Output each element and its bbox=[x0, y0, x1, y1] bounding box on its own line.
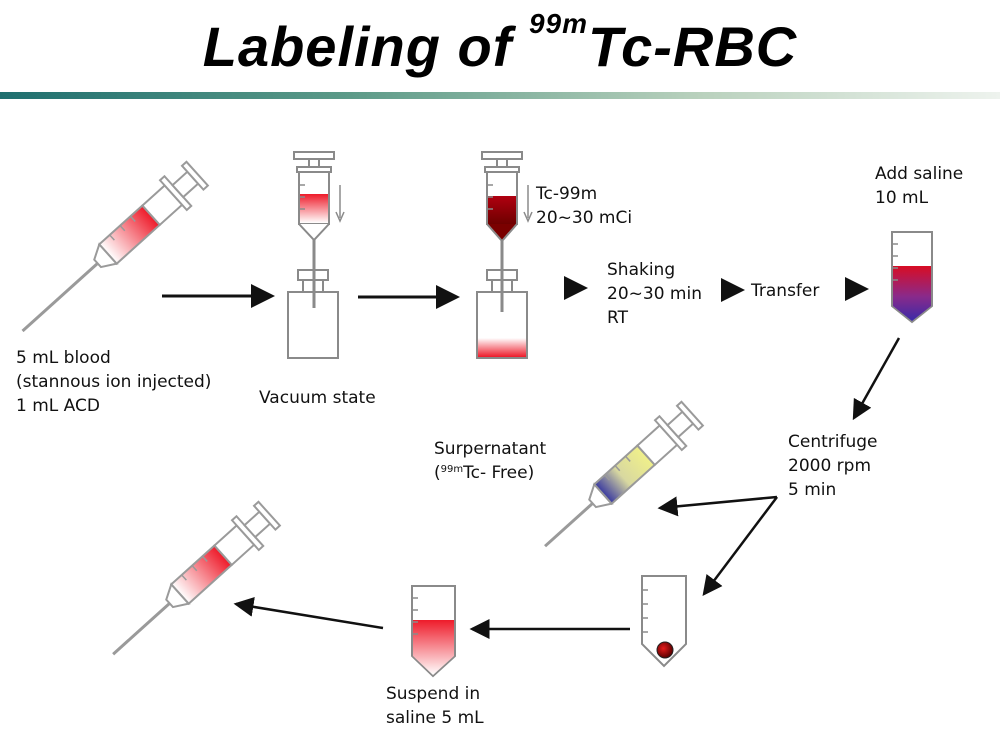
pellet-tube-icon bbox=[641, 575, 687, 668]
arrow-centrifuge-to-supernatant bbox=[657, 495, 778, 517]
title-superscript: 99m bbox=[528, 8, 588, 39]
transfer-label: Transfer bbox=[751, 281, 820, 301]
tc99m-vial-icon bbox=[476, 269, 528, 359]
supernatant-label: Surpernatant (99mTc- Free) bbox=[434, 439, 547, 483]
title-underline bbox=[0, 92, 1000, 99]
suspend-tube-icon bbox=[411, 585, 456, 678]
final-syringe-icon bbox=[112, 500, 282, 656]
arrow-tube-to-centrifuge bbox=[852, 337, 901, 421]
saline-mix-tube-icon bbox=[891, 231, 933, 324]
blood-label: 5 mL blood(stannous ion injected)1 mL AC… bbox=[16, 348, 212, 416]
vacuum-state-label: Vacuum state bbox=[259, 388, 376, 408]
page-title: Labeling of 99mTc-RBC bbox=[202, 8, 798, 78]
vacuum-vial-icon bbox=[287, 269, 339, 359]
arrow-suspend-to-final bbox=[233, 596, 384, 630]
tc99m-syringe-icon bbox=[481, 151, 533, 312]
arrow-centrifuge-to-pellet bbox=[702, 496, 778, 596]
vacuum-syringe-icon bbox=[293, 151, 345, 305]
blood-syringe-icon bbox=[21, 160, 210, 333]
supernatant-syringe-icon bbox=[544, 400, 705, 548]
